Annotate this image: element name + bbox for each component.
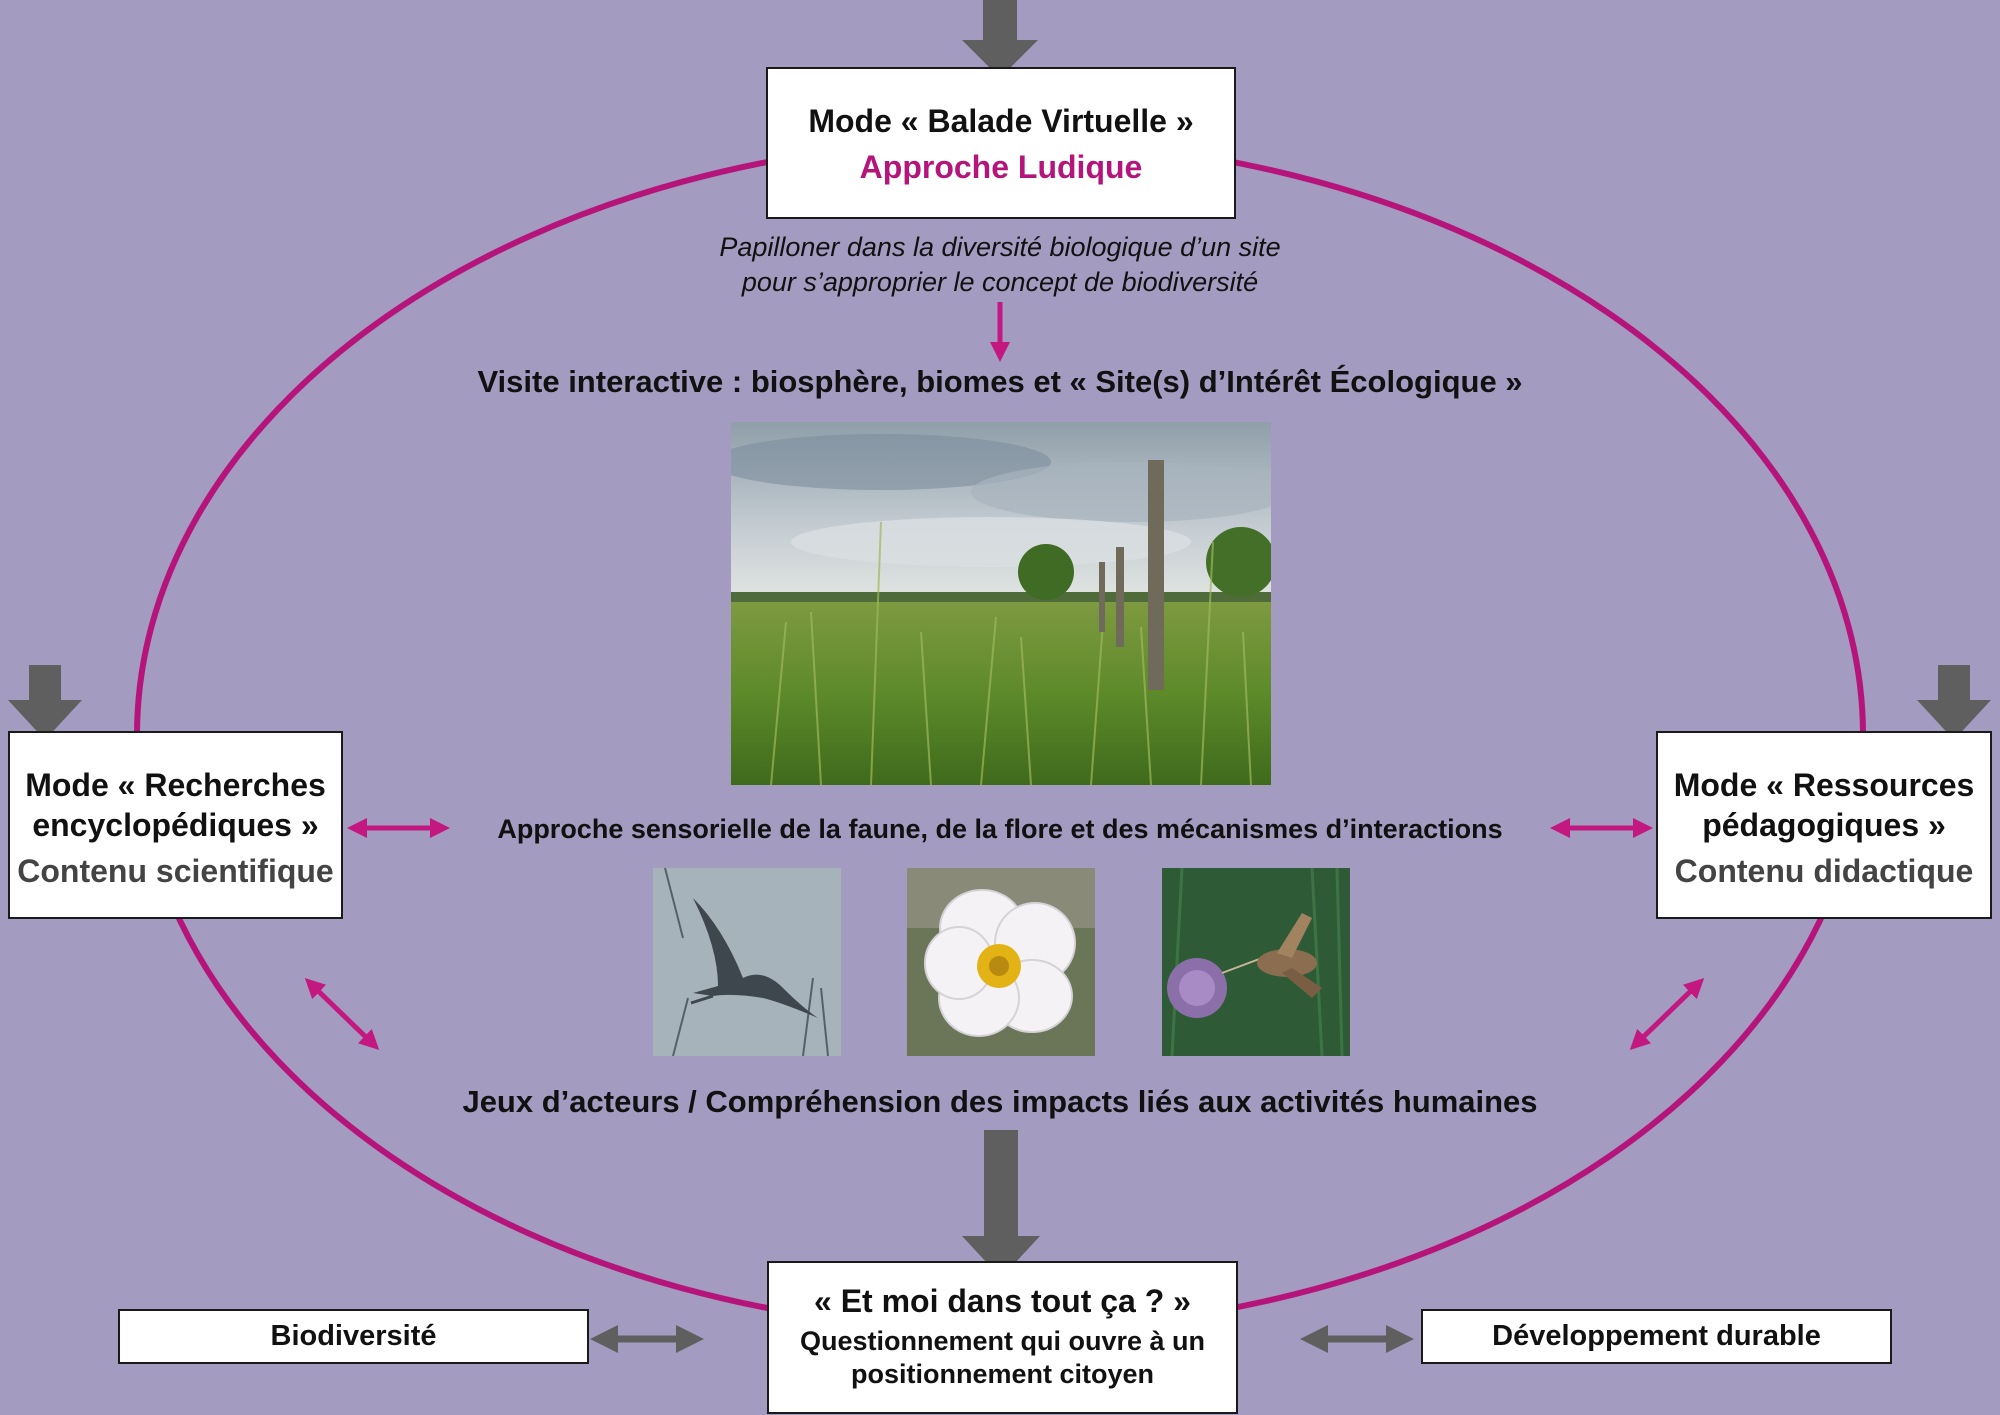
developpement-durable-box: Développement durable — [1421, 1309, 1892, 1364]
grey-down-arrow-right — [1917, 665, 1991, 740]
grassland-photo — [731, 422, 1271, 785]
ressources-pedagogiques-box: Mode « Ressources pédagogiques » Contenu… — [1656, 731, 1992, 919]
approche-ludique-subtitle: Approche Ludique — [859, 149, 1143, 185]
visit-heading: Visite interactive : biosphère, biomes e… — [477, 364, 1523, 399]
actors-impacts-text: Jeux d’acteurs / Compréhension des impac… — [462, 1084, 1538, 1119]
grey-down-arrow-left — [8, 665, 82, 740]
et-moi-line1: Questionnement qui ouvre à un — [799, 1326, 1206, 1356]
grey-down-arrow-bottom — [962, 1130, 1040, 1278]
recherches-line1: Mode « Recherches — [25, 767, 326, 803]
hawkmoth-photo — [1162, 868, 1350, 1056]
right-diagonal-double-arrow — [1629, 978, 1705, 1050]
top-caption: Papilloner dans la diversité biologique … — [600, 230, 1400, 300]
et-moi-box: « Et moi dans tout ça ? » Questionnement… — [767, 1261, 1238, 1414]
et-moi-title: « Et moi dans tout ça ? » — [814, 1283, 1191, 1319]
contenu-didactique-subtitle: Contenu didactique — [1674, 853, 1974, 889]
biodiversite-label: Biodiversité — [270, 1320, 437, 1352]
left-diagonal-double-arrow — [304, 978, 380, 1050]
sensory-approach-text: Approche sensorielle de la faune, de la … — [497, 814, 1503, 844]
heron-photo — [653, 868, 841, 1056]
balade-virtuelle-title: Mode « Balade Virtuelle » — [808, 103, 1194, 139]
recherches-encyclopediques-box: Mode « Recherches encyclopédiques » Cont… — [8, 731, 343, 919]
top-caption-line1: Papilloner dans la diversité biologique … — [719, 232, 1281, 262]
et-moi-line2: positionnement citoyen — [850, 1359, 1155, 1389]
balade-virtuelle-box: Mode « Balade Virtuelle » Approche Ludiq… — [766, 67, 1236, 219]
ressources-line2: pédagogiques » — [1702, 807, 1946, 843]
developpement-durable-label: Développement durable — [1492, 1320, 1821, 1352]
biodiversite-box: Biodiversité — [118, 1309, 589, 1364]
ressources-line1: Mode « Ressources — [1673, 767, 1975, 803]
grey-down-arrow-top — [962, 0, 1038, 78]
recherches-line2: encyclopédiques » — [32, 807, 319, 843]
flower-photo — [907, 868, 1095, 1056]
contenu-scientifique-subtitle: Contenu scientifique — [17, 853, 334, 889]
top-caption-line2: pour s’approprier le concept de biodiver… — [741, 267, 1259, 297]
